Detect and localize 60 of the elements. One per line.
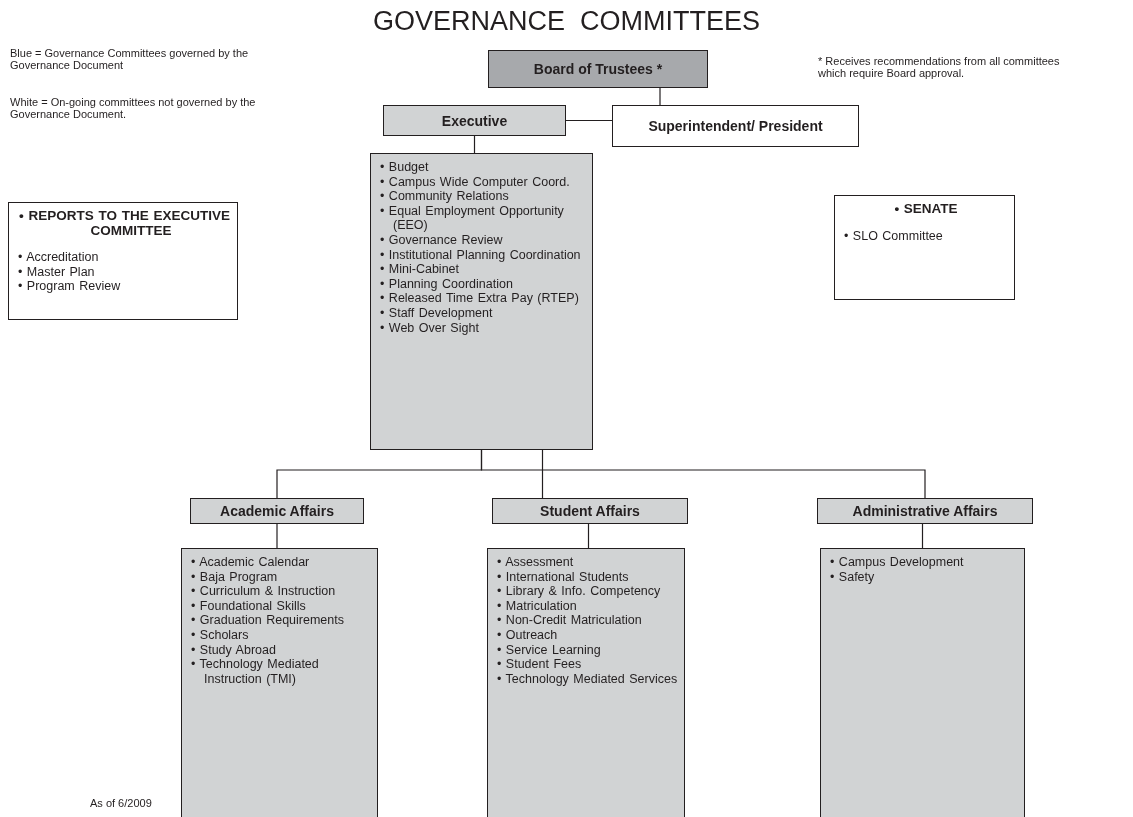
committee-item: • Library & Info. Competency [497, 584, 662, 599]
committee-item: • Governance Review [380, 232, 504, 248]
committee-item: • Non-Credit Matriculation [497, 613, 643, 628]
connector-line [480, 449, 926, 499]
committee-item: • Academic Calendar [191, 555, 311, 570]
connector-line [565, 119, 613, 122]
committee-item: • Campus Wide Computer Coord. [380, 174, 571, 190]
committee-item: • Released Time Extra Pay (RTEP) [380, 291, 580, 306]
committee-item: • Technology Mediated Instruction (TMI) [191, 657, 320, 687]
diagram-title: GOVERNANCE COMMITTEES [372, 6, 761, 37]
committee-item: • Matriculation [497, 598, 578, 614]
committee-item: • Campus Development [830, 555, 965, 570]
committee-item: • Baja Program [191, 569, 279, 585]
committee-box: Academic Affairs [190, 498, 364, 524]
committee-box: Superintendent/ President [612, 105, 859, 147]
connector-line [659, 87, 661, 106]
connector-line [587, 523, 590, 549]
committee-item: • Accreditation [18, 250, 100, 265]
legend-note: Blue = Governance Committees governed by the Governance Document [10, 47, 250, 71]
committee-item: • Master Plan [18, 264, 96, 280]
committee-item: • Mini-Cabinet [380, 262, 460, 277]
committee-item: • Planning Coordination [380, 276, 514, 292]
committee-item: • Scholars [191, 627, 250, 643]
committee-item: • Safety [830, 569, 876, 585]
committee-item: • Curriculum & Instruction [191, 584, 337, 599]
list-heading: • SENATE [893, 202, 959, 217]
committee-list-box [181, 548, 378, 817]
committee-item: • Equal Employment Opportunity (EEO) [380, 203, 565, 233]
committee-item: • Study Abroad [191, 642, 277, 658]
footnote: * Receives recommendations from all committees which require Board approval. [818, 55, 1061, 79]
committee-item: • Student Fees [497, 657, 583, 672]
committee-list-box [834, 195, 1015, 300]
connector-line [276, 523, 278, 549]
committee-item: • Institutional Planning Coordination [380, 247, 582, 263]
list-heading: • REPORTS TO THE EXECUTIVE COMMITTEE [18, 209, 231, 239]
committee-list-box [8, 202, 238, 320]
committee-list-box [487, 548, 685, 817]
committee-item: • SLO Committee [844, 228, 944, 244]
committee-item: • Staff Development [380, 305, 494, 321]
committee-box: Executive [383, 105, 566, 136]
committee-item: • Technology Mediated Services [497, 671, 678, 687]
committee-item: • Service Learning [497, 642, 602, 658]
committee-item: • Program Review [18, 279, 122, 294]
committee-list-box [370, 153, 593, 450]
committee-item: • Web Over Sight [380, 320, 480, 336]
committee-box: Student Affairs [492, 498, 688, 524]
committee-box: Administrative Affairs [817, 498, 1033, 524]
connector-line [541, 449, 544, 499]
committee-item: • Foundational Skills [191, 598, 307, 614]
committee-item: • Community Relations [380, 189, 510, 204]
committee-list-box [820, 548, 1025, 817]
committee-item: • Assessment [497, 555, 575, 570]
committee-item: • Budget [380, 160, 430, 175]
committee-item: • International Students [497, 569, 630, 585]
legend-note: White = On-going committees not governed by the Governance Document. [10, 96, 257, 120]
committee-item: • Outreach [497, 627, 559, 643]
date-note: As of 6/2009 [90, 797, 153, 809]
committee-box: Board of Trustees * [488, 50, 708, 88]
connector-line [921, 523, 924, 549]
committee-item: • Graduation Requirements [191, 613, 345, 628]
